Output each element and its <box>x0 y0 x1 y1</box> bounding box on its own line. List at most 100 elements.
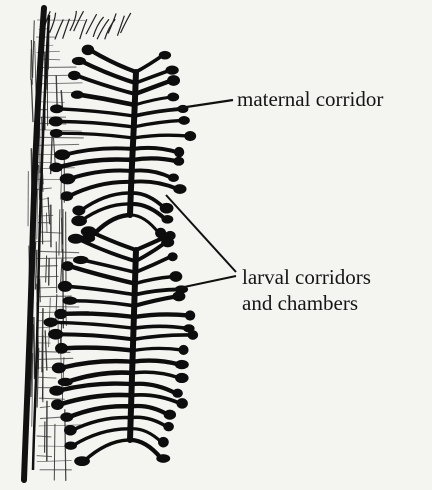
larval-corridor <box>64 348 133 351</box>
larval-chamber <box>58 378 73 386</box>
larval-chamber <box>55 343 68 354</box>
larval-corridor <box>84 440 130 461</box>
bark-texture-stroke <box>45 330 47 370</box>
larval-corridor <box>134 109 181 116</box>
bark-hatch-stroke <box>36 188 51 189</box>
bark-texture-stroke <box>46 256 47 283</box>
bark-hatch-stroke <box>39 377 57 378</box>
larval-leader-line-upper <box>166 195 236 272</box>
larval-chamber <box>60 412 73 421</box>
larval-chamber <box>165 66 178 75</box>
bark-texture-stroke <box>31 40 32 85</box>
larval-chamber <box>64 425 77 436</box>
maternal-corridor-label: maternal corridor <box>237 86 383 112</box>
bark-hatch-stroke <box>40 406 50 407</box>
larval-corridor <box>59 109 134 116</box>
larval-chamber <box>60 173 76 184</box>
larval-corridor <box>58 334 133 339</box>
larval-corridor <box>58 159 132 167</box>
larval-chamber <box>175 373 189 383</box>
bark-tuft <box>55 19 63 39</box>
larval-chamber <box>49 386 64 396</box>
larval-corridor <box>133 348 182 350</box>
larval-corridor <box>131 417 167 426</box>
larval-chamber <box>156 454 170 463</box>
larval-chamber <box>74 456 90 466</box>
larval-corridor <box>132 158 176 161</box>
bark-texture-stroke <box>54 424 55 481</box>
larval-corridor <box>133 135 188 138</box>
bark-tuft <box>63 19 70 39</box>
larval-chamber <box>160 203 174 214</box>
larval-chamber <box>68 71 81 80</box>
larval-corridor <box>133 335 191 339</box>
larval-chamber <box>61 191 74 201</box>
larval-chamber <box>178 116 189 125</box>
bark-texture-stroke <box>33 20 35 77</box>
larval-chamber <box>159 51 171 60</box>
larval-chamber <box>49 116 63 126</box>
bark-hatch-stroke <box>37 327 53 328</box>
larval-chamber <box>167 75 180 86</box>
larval-corridor <box>53 322 134 328</box>
bark-tuft <box>74 11 84 31</box>
larval-chamber <box>71 216 87 227</box>
bark-texture-stroke <box>39 165 40 199</box>
larval-label-line-2: and chambers <box>242 290 371 316</box>
larval-chamber <box>50 129 63 138</box>
bark-hatch-stroke <box>37 456 52 457</box>
larval-corridor <box>131 406 168 415</box>
larval-corridor <box>67 373 132 382</box>
larval-corridor <box>61 361 133 368</box>
bark-texture <box>28 11 131 481</box>
bark-hatch-stroke <box>40 232 62 233</box>
larval-chamber <box>72 57 86 65</box>
bark-texture-stroke <box>59 209 60 255</box>
larval-corridor <box>135 97 172 105</box>
larval-corridor <box>130 215 159 233</box>
maternal-corridor <box>130 250 136 440</box>
larval-chamber <box>44 317 58 327</box>
larval-corridor <box>132 384 176 393</box>
larval-chamber <box>61 261 73 271</box>
larval-corridor <box>58 121 134 127</box>
larval-chamber <box>158 437 169 448</box>
bark-texture-stroke <box>30 49 31 80</box>
larval-corridor <box>67 286 135 294</box>
leader-lines <box>140 100 236 290</box>
larval-corridor <box>64 148 132 154</box>
larval-corridor <box>134 314 188 317</box>
larval-corridor <box>131 395 180 404</box>
bark-texture-stroke <box>61 259 62 284</box>
upper-gallery <box>49 45 196 243</box>
larval-corridor <box>134 120 182 127</box>
larval-chamber <box>179 345 189 355</box>
larval-corridor <box>132 361 179 365</box>
lower-gallery <box>44 226 199 466</box>
larval-corridor <box>136 55 163 72</box>
bark-texture-stroke <box>40 279 41 303</box>
bark-tuft <box>50 13 56 33</box>
larval-chamber <box>73 256 89 264</box>
bark-texture-stroke <box>31 79 33 122</box>
larval-chamber <box>62 297 77 305</box>
larval-corridor <box>134 296 177 306</box>
larval-chamber <box>64 441 77 449</box>
larval-label-line-1: larval corridors <box>242 264 371 290</box>
bark-hatch-stroke <box>39 306 79 307</box>
larval-chamber <box>188 330 199 340</box>
larval-chamber <box>51 399 64 410</box>
larval-chamber <box>49 163 62 173</box>
larval-chamber <box>168 252 178 261</box>
larval-corridor <box>59 395 131 405</box>
larval-corridor <box>63 314 134 317</box>
bark-texture-stroke <box>56 294 57 322</box>
bark-hatch-stroke <box>40 417 61 418</box>
larval-corridors-label: larval corridors and chambers <box>242 264 371 316</box>
larval-corridor <box>69 406 131 417</box>
larval-chamber <box>81 226 97 237</box>
bark-tuft <box>80 19 87 39</box>
larval-chamber <box>172 291 185 301</box>
